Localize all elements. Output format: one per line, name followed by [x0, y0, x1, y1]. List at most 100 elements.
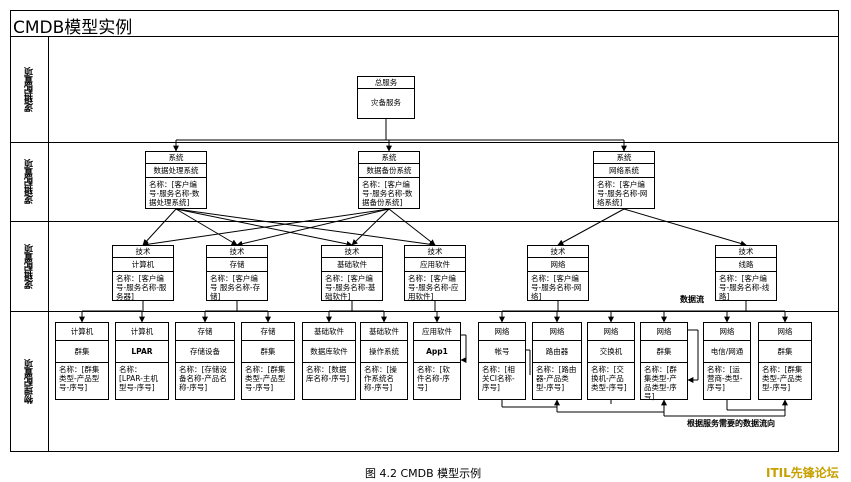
- service-data-flow-label: 根据服务需要的数据流向: [687, 419, 775, 428]
- band-divider: [10, 311, 839, 312]
- tech-naming-rule: 名称：[客户编号-服务名称-网络]: [531, 274, 582, 301]
- system-name: 数据处理系统: [146, 164, 206, 178]
- connector-line: [142, 208, 390, 248]
- phys-naming-rule: 名称：[群集类型-产品型号-序号]: [245, 365, 286, 392]
- phys-naming-rule: 名称：[群集类型-产品类型-序号]: [644, 365, 677, 401]
- system-header: 系统: [359, 152, 419, 164]
- phys-box-lpar: 计算机 LPAR 名称：[LPAR-主机型号-序号]: [115, 322, 169, 400]
- tech-name: 基础软件: [322, 258, 382, 272]
- tech-naming-rule: 名称：[客户编号 服务名称-存储]: [210, 274, 261, 301]
- phys-name: 帐号: [479, 341, 525, 363]
- phys-naming-rule: 名称：[群集类型-产品类型-序号]: [762, 365, 803, 392]
- phys-header: 网络: [588, 323, 634, 341]
- phys-box-network-cluster: 网络 群集 名称：[群集类型-产品类型-序号]: [640, 322, 688, 401]
- tech-name: 存储: [207, 258, 267, 272]
- tech-header: 技术: [405, 246, 465, 258]
- phys-box-database: 基础软件 数据库软件 名称：[数据库名称-序号]: [302, 322, 356, 400]
- phys-naming-rule: 名称：[LPAR-主机型号-序号]: [119, 365, 158, 392]
- phys-header: 网络: [759, 323, 811, 341]
- tech-naming-rule: 名称：[客户编号-服务名称-服务器]: [116, 274, 167, 301]
- tech-name: 应用软件: [405, 258, 465, 272]
- band-label-separator: [48, 37, 49, 452]
- system-naming-rule: 名称：[客户编号-服务名称-网络系统]: [597, 180, 648, 207]
- phys-box-computer-cluster: 计算机 群集 名称：[群集类型-产品型号-序号]: [55, 322, 109, 400]
- phys-name: 群集: [56, 341, 108, 363]
- system-naming-rule: 名称：[客户编号-服务名称-数据备份系统]: [362, 180, 413, 207]
- connector-line: [175, 208, 238, 246]
- tech-header: 技术: [207, 246, 267, 258]
- phys-naming-rule: 名称：[交换机-产品类型-序号]: [591, 365, 627, 392]
- phys-box-telecom: 网络 电信/网通 名称：[运营商-类型-序号]: [703, 322, 751, 400]
- phys-box-app1: 应用软件 App1 名称：[软件名称-序号]: [413, 322, 461, 400]
- system-box-network: 系统 网络系统 名称：[客户编号-服务名称-网络系统]: [593, 151, 655, 209]
- band-divider: [10, 142, 839, 143]
- phys-name: 操作系统: [361, 341, 407, 363]
- phys-naming-rule: 名称：[路由器-产品类型-序号]: [536, 365, 577, 392]
- tech-box-line: 技术 线路 名称：[客户编号-服务名称-线路]: [715, 245, 777, 301]
- connector-line: [175, 208, 436, 248]
- phys-name: App1: [414, 341, 460, 363]
- phys-naming-rule: 名称：[操作系统名称-序号]: [364, 365, 397, 392]
- phys-box-switch: 网络 交换机 名称：[交换机-产品类型-序号]: [587, 322, 635, 400]
- phys-name: 群集: [242, 341, 294, 363]
- phys-name: LPAR: [116, 341, 168, 363]
- figure-caption: 图 4.2 CMDB 模型示例: [365, 467, 482, 480]
- band-label-technology: 逻辑配置项: [24, 243, 35, 289]
- data-flow-label: 数据流: [680, 295, 704, 304]
- phys-name: 数据库软件: [303, 341, 355, 363]
- connector-line: [236, 208, 390, 247]
- phys-box-storage-cluster: 存储 群集 名称：[群集类型-产品型号-序号]: [241, 322, 295, 400]
- phys-naming-rule: 名称：[群集类型-产品型号-序号]: [59, 365, 100, 392]
- phys-box-os: 基础软件 操作系统 名称：[操作系统名称-序号]: [360, 322, 408, 400]
- connector-line: [557, 208, 625, 246]
- root-header: 总服务: [358, 77, 414, 89]
- phys-header: 基础软件: [303, 323, 355, 341]
- connector-line: [351, 208, 390, 246]
- band-label-system: 逻辑配置项: [24, 159, 35, 204]
- band-label-physical: 物理配置项: [24, 359, 35, 404]
- system-header: 系统: [146, 152, 206, 164]
- band-divider: [10, 221, 839, 222]
- system-name: 数据备份系统: [359, 164, 419, 178]
- phys-header: 网络: [704, 323, 750, 341]
- phys-box-account: 网络 帐号 名称：[相关CI名称-序号]: [478, 322, 526, 400]
- tech-box-network: 技术 网络 名称：[客户编号-服务名称-网络]: [527, 245, 589, 301]
- diagram-title: CMDB模型实例: [13, 18, 133, 38]
- phys-name: 电信/网通: [704, 341, 750, 363]
- phys-box-storage-device: 存储 存储设备 名称：[存储设备名称-产品名称-序号]: [175, 322, 235, 400]
- tech-header: 技术: [528, 246, 588, 258]
- tech-header: 技术: [716, 246, 776, 258]
- root-service-box: 总服务 灾备服务: [357, 76, 415, 119]
- title-bar: [10, 10, 839, 37]
- tech-name: 线路: [716, 258, 776, 272]
- system-box-data-backup: 系统 数据备份系统 名称：[客户编号-服务名称-数据备份系统]: [358, 151, 420, 209]
- phys-header: 网络: [641, 323, 687, 341]
- phys-naming-rule: 名称：[数据库名称-序号]: [306, 365, 350, 383]
- phys-name: 路由器: [533, 341, 581, 363]
- tech-naming-rule: 名称：[客户编号-服务名称-应用软件]: [408, 274, 459, 301]
- tech-header: 技术: [113, 246, 173, 258]
- phys-header: 存储: [176, 323, 234, 341]
- phys-header: 网络: [533, 323, 581, 341]
- brand-watermark: ITIL先锋论坛: [766, 466, 839, 480]
- phys-name: 群集: [759, 341, 811, 363]
- tech-name: 网络: [528, 258, 588, 272]
- phys-header: 计算机: [116, 323, 168, 341]
- connector-line: [623, 208, 747, 247]
- phys-header: 存储: [242, 323, 294, 341]
- phys-header: 基础软件: [361, 323, 407, 341]
- tech-box-computer: 技术 计算机 名称：[客户编号-服务名称-服务器]: [112, 245, 174, 301]
- tech-box-storage: 技术 存储 名称：[客户编号 服务名称-存储]: [206, 245, 268, 301]
- phys-box-line-cluster: 网络 群集 名称：[群集类型-产品类型-序号]: [758, 322, 812, 400]
- phys-naming-rule: 名称：[相关CI名称-序号]: [482, 365, 515, 392]
- connector-line: [388, 208, 436, 246]
- tech-header: 技术: [322, 246, 382, 258]
- system-name: 网络系统: [594, 164, 654, 178]
- system-naming-rule: 名称：[客户编号-服务名称-数据处理系统]: [149, 180, 200, 207]
- tech-naming-rule: 名称：[客户编号-服务名称-线路]: [719, 274, 770, 301]
- phys-naming-rule: 名称：[存储设备名称-产品名称-序号]: [179, 365, 227, 392]
- phys-box-router: 网络 路由器 名称：[路由器-产品类型-序号]: [532, 322, 582, 400]
- system-header: 系统: [594, 152, 654, 164]
- phys-header: 计算机: [56, 323, 108, 341]
- phys-header: 应用软件: [414, 323, 460, 341]
